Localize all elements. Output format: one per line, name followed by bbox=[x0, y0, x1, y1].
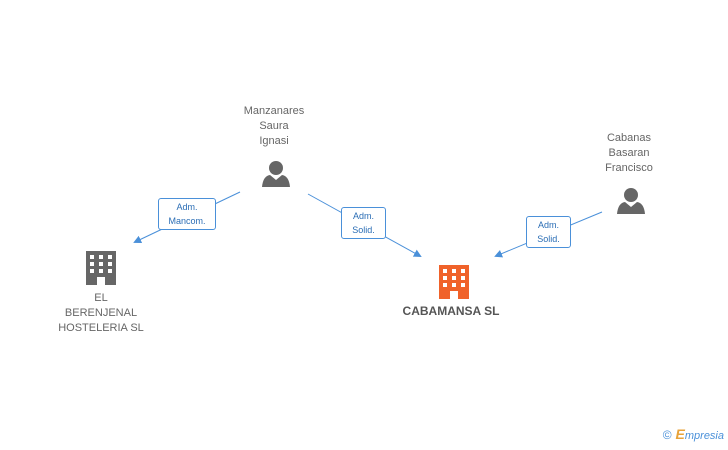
name-line: Ignasi bbox=[259, 135, 289, 147]
brand-name: mpresia bbox=[684, 430, 724, 442]
building-icon[interactable] bbox=[86, 251, 116, 285]
name-line: Manzanares bbox=[243, 105, 305, 117]
person-icon[interactable] bbox=[262, 161, 290, 187]
empresia-watermark[interactable]: ©Empresia bbox=[663, 426, 724, 442]
role-badge: Adm. Mancom. bbox=[158, 198, 216, 230]
name-line: Basaran bbox=[608, 147, 650, 159]
role-line: Mancom. bbox=[168, 216, 206, 226]
name-line: BERENJENAL bbox=[64, 307, 138, 319]
role-line: Adm. bbox=[352, 211, 374, 221]
role-line: Solid. bbox=[537, 234, 560, 244]
brand-initial: E bbox=[675, 426, 685, 442]
role-badge: Adm. Solid. bbox=[341, 207, 386, 239]
main-company-name-label[interactable]: CABAMANSA SL bbox=[391, 304, 511, 319]
person-icon[interactable] bbox=[617, 188, 645, 214]
role-line: Adm. bbox=[537, 220, 559, 230]
person-name-label[interactable]: Manzanares Saura Ignasi bbox=[224, 104, 324, 149]
person-name-label[interactable]: Cabanas Basaran Francisco bbox=[579, 131, 679, 176]
name-line: Saura bbox=[259, 120, 289, 132]
role-badge: Adm. Solid. bbox=[526, 216, 571, 248]
name-line: EL bbox=[94, 292, 108, 304]
copyright-symbol: © bbox=[662, 428, 672, 442]
building-icon[interactable] bbox=[439, 265, 469, 299]
role-line: Adm. bbox=[176, 202, 198, 212]
company-name-label[interactable]: EL BERENJENAL HOSTELERIA SL bbox=[41, 291, 161, 336]
name-line: Francisco bbox=[605, 162, 653, 174]
name-line: CABAMANSA SL bbox=[402, 304, 500, 318]
name-line: HOSTELERIA SL bbox=[58, 322, 144, 334]
name-line: Cabanas bbox=[606, 132, 652, 144]
role-line: Solid. bbox=[352, 225, 375, 235]
